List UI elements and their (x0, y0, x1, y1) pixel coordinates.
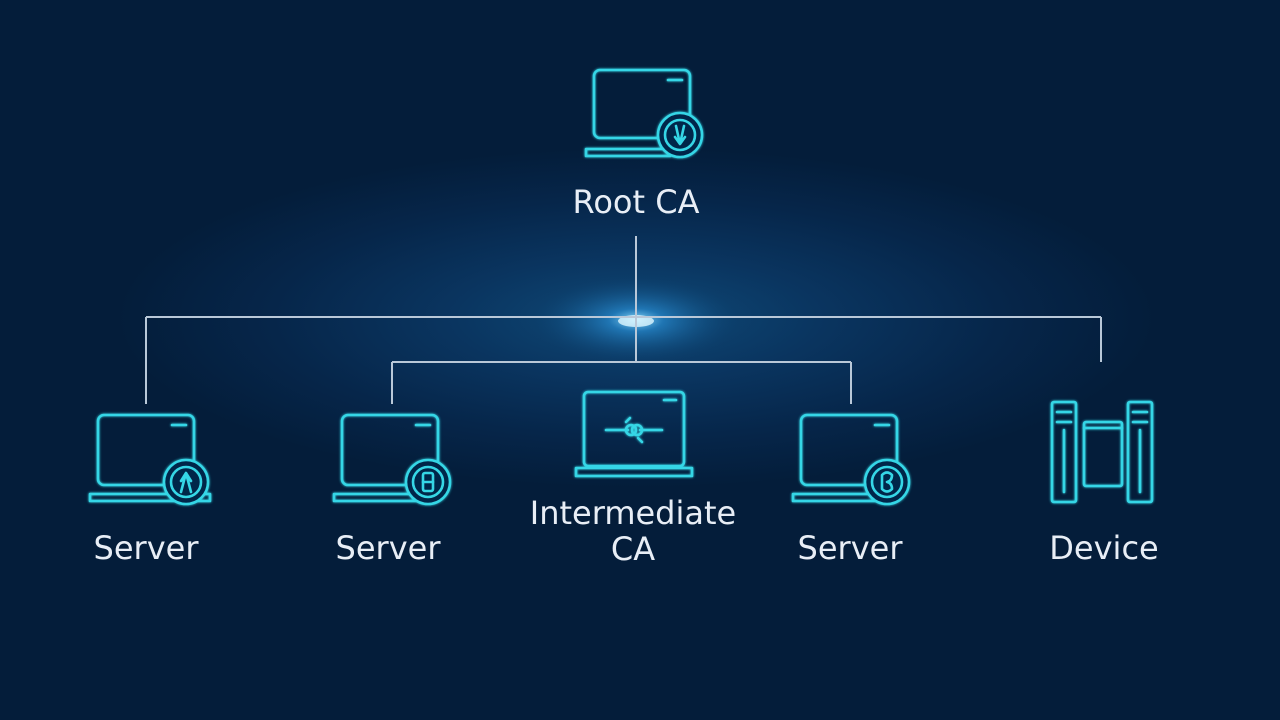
connector-lines (145, 236, 1102, 404)
node-label-root: Root CA (572, 183, 700, 221)
node-label-device: Device (1049, 529, 1159, 567)
laptop-certificate-icon (791, 413, 911, 506)
laptop-certificate-icon (332, 413, 452, 506)
server-rack-icon (1050, 400, 1154, 504)
node-label-intermediate-line1: Intermediate (529, 494, 737, 532)
node-label-server-1: Server (93, 529, 199, 567)
node-label-intermediate-line2: CA (610, 530, 656, 568)
node-label-intermediate: Intermediate CA (513, 495, 753, 567)
laptop-link-icon (574, 390, 694, 478)
node-label-server-3: Server (797, 529, 903, 567)
node-label-server-2: Server (335, 529, 441, 567)
laptop-certificate-icon (584, 68, 704, 159)
laptop-certificate-icon (88, 413, 212, 506)
